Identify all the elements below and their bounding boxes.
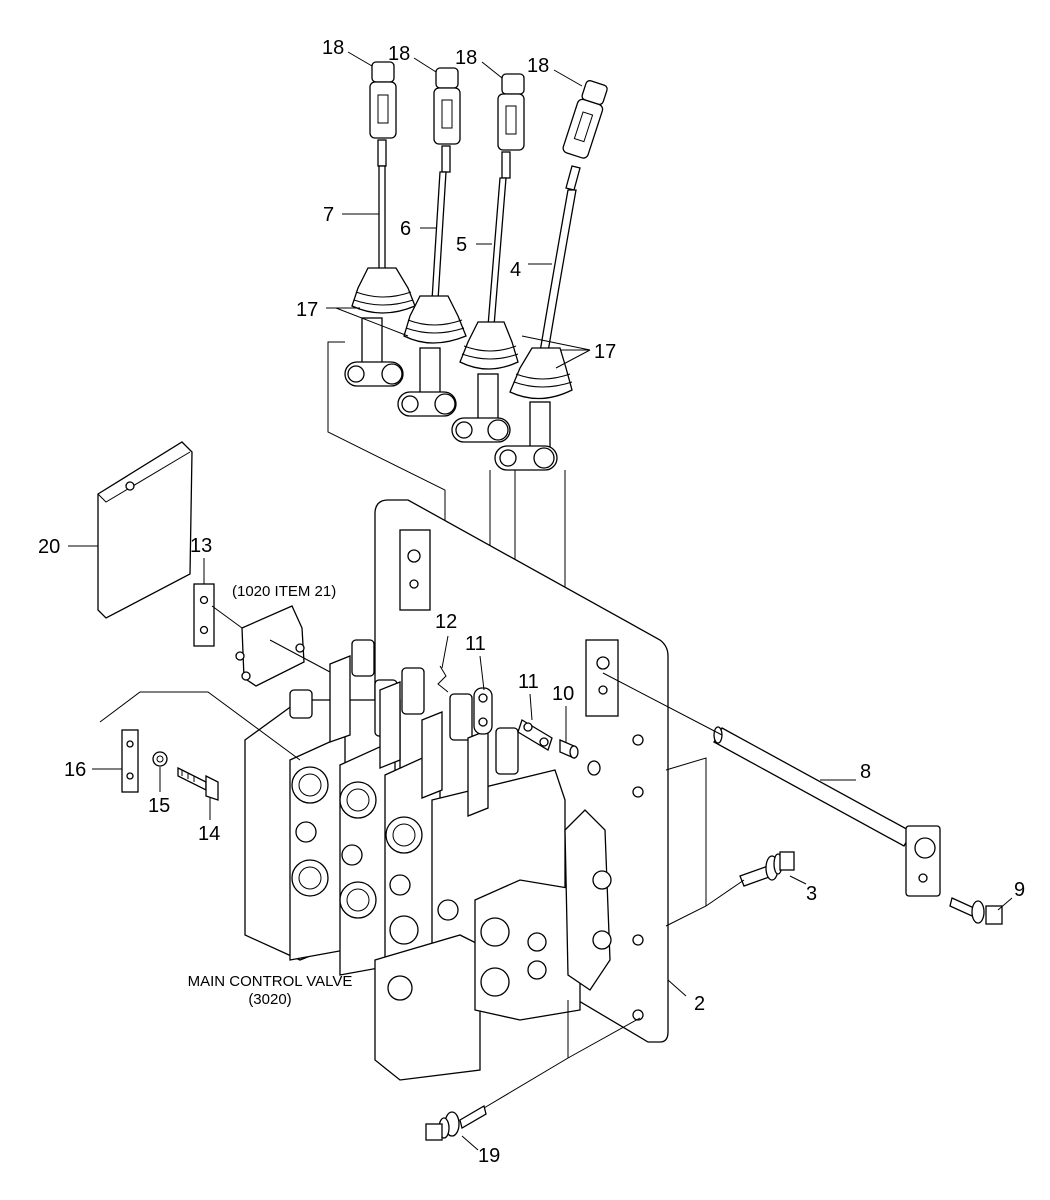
knob-18 (562, 80, 608, 159)
cover-20 (97, 441, 193, 619)
callout-labels: 18 18 18 18 7 6 5 4 17 17 20 13 12 11 11… (38, 37, 1025, 1167)
callout-17a: 17 (296, 299, 318, 321)
boot-17 (459, 321, 519, 370)
lever-7-assembly (344, 61, 416, 387)
lever-rod-7 (378, 165, 386, 275)
knob-18 (369, 61, 397, 139)
callout-10: 10 (552, 683, 574, 705)
callout-9: 9 (1014, 879, 1025, 901)
link-11b (517, 719, 553, 751)
lever-thread (441, 145, 451, 173)
plate-16 (99, 691, 301, 793)
lever-4-assembly (494, 80, 608, 471)
lever-bracket (344, 317, 404, 387)
lever-thread (501, 151, 511, 179)
callout-16: 16 (64, 759, 86, 781)
boot-17 (403, 295, 467, 344)
bolt-14 (177, 766, 219, 801)
callout-12: 12 (435, 611, 457, 633)
main-valve-caption-line1: MAIN CONTROL VALVE (188, 973, 353, 990)
lever-bracket (494, 401, 558, 471)
callout-15: 15 (148, 795, 170, 817)
boot-17 (509, 347, 573, 400)
bolt-9 (949, 897, 1003, 925)
plate-13 (193, 583, 215, 647)
callout-5: 5 (456, 234, 467, 256)
lever-rod-4 (539, 189, 577, 353)
lever-rod-5 (487, 177, 507, 327)
callout-7: 7 (323, 204, 334, 226)
main-valve-caption-line2: (3020) (248, 991, 291, 1008)
lever-bracket (397, 347, 457, 417)
callout-19: 19 (478, 1145, 500, 1167)
lever-bracket (451, 373, 511, 443)
callout-20: 20 (38, 536, 60, 558)
callout-18b: 18 (388, 43, 410, 65)
spring-pin-12 (437, 665, 449, 693)
callout-18a: 18 (322, 37, 344, 59)
knob-18 (433, 67, 461, 145)
item-21-bracket (211, 605, 331, 687)
callout-17b: 17 (594, 341, 616, 363)
callout-6: 6 (400, 218, 411, 240)
callout-13: 13 (190, 535, 212, 557)
bolt-3 (665, 757, 795, 927)
callout-8: 8 (860, 761, 871, 783)
lever-5-assembly (451, 73, 525, 443)
boot-17 (351, 267, 416, 314)
link-11a (473, 687, 493, 735)
callout-11b: 11 (518, 671, 539, 693)
callout-14: 14 (198, 823, 220, 845)
leader-lines (68, 51, 1013, 1151)
callout-11a: 11 (465, 633, 486, 655)
main-control-valve (244, 639, 612, 1081)
captions: (1020 ITEM 21) MAIN CONTROL VALVE (3020) (188, 583, 353, 1008)
ring-washers (587, 760, 601, 776)
lever-thread (565, 165, 581, 191)
callout-18c: 18 (455, 47, 477, 69)
callout-18d: 18 (527, 55, 549, 77)
rod-8 (602, 672, 941, 897)
knob-18 (497, 73, 525, 151)
item-reference-caption: (1020 ITEM 21) (232, 583, 336, 600)
lever-thread (377, 139, 387, 167)
callout-2: 2 (694, 993, 705, 1015)
lever-rod-6 (431, 171, 447, 301)
callout-3: 3 (806, 883, 817, 905)
bolt-19 (425, 1000, 641, 1141)
lever-6-assembly (397, 67, 467, 417)
pin-10 (559, 739, 579, 759)
callout-4: 4 (510, 259, 521, 281)
washer-15 (152, 751, 168, 767)
